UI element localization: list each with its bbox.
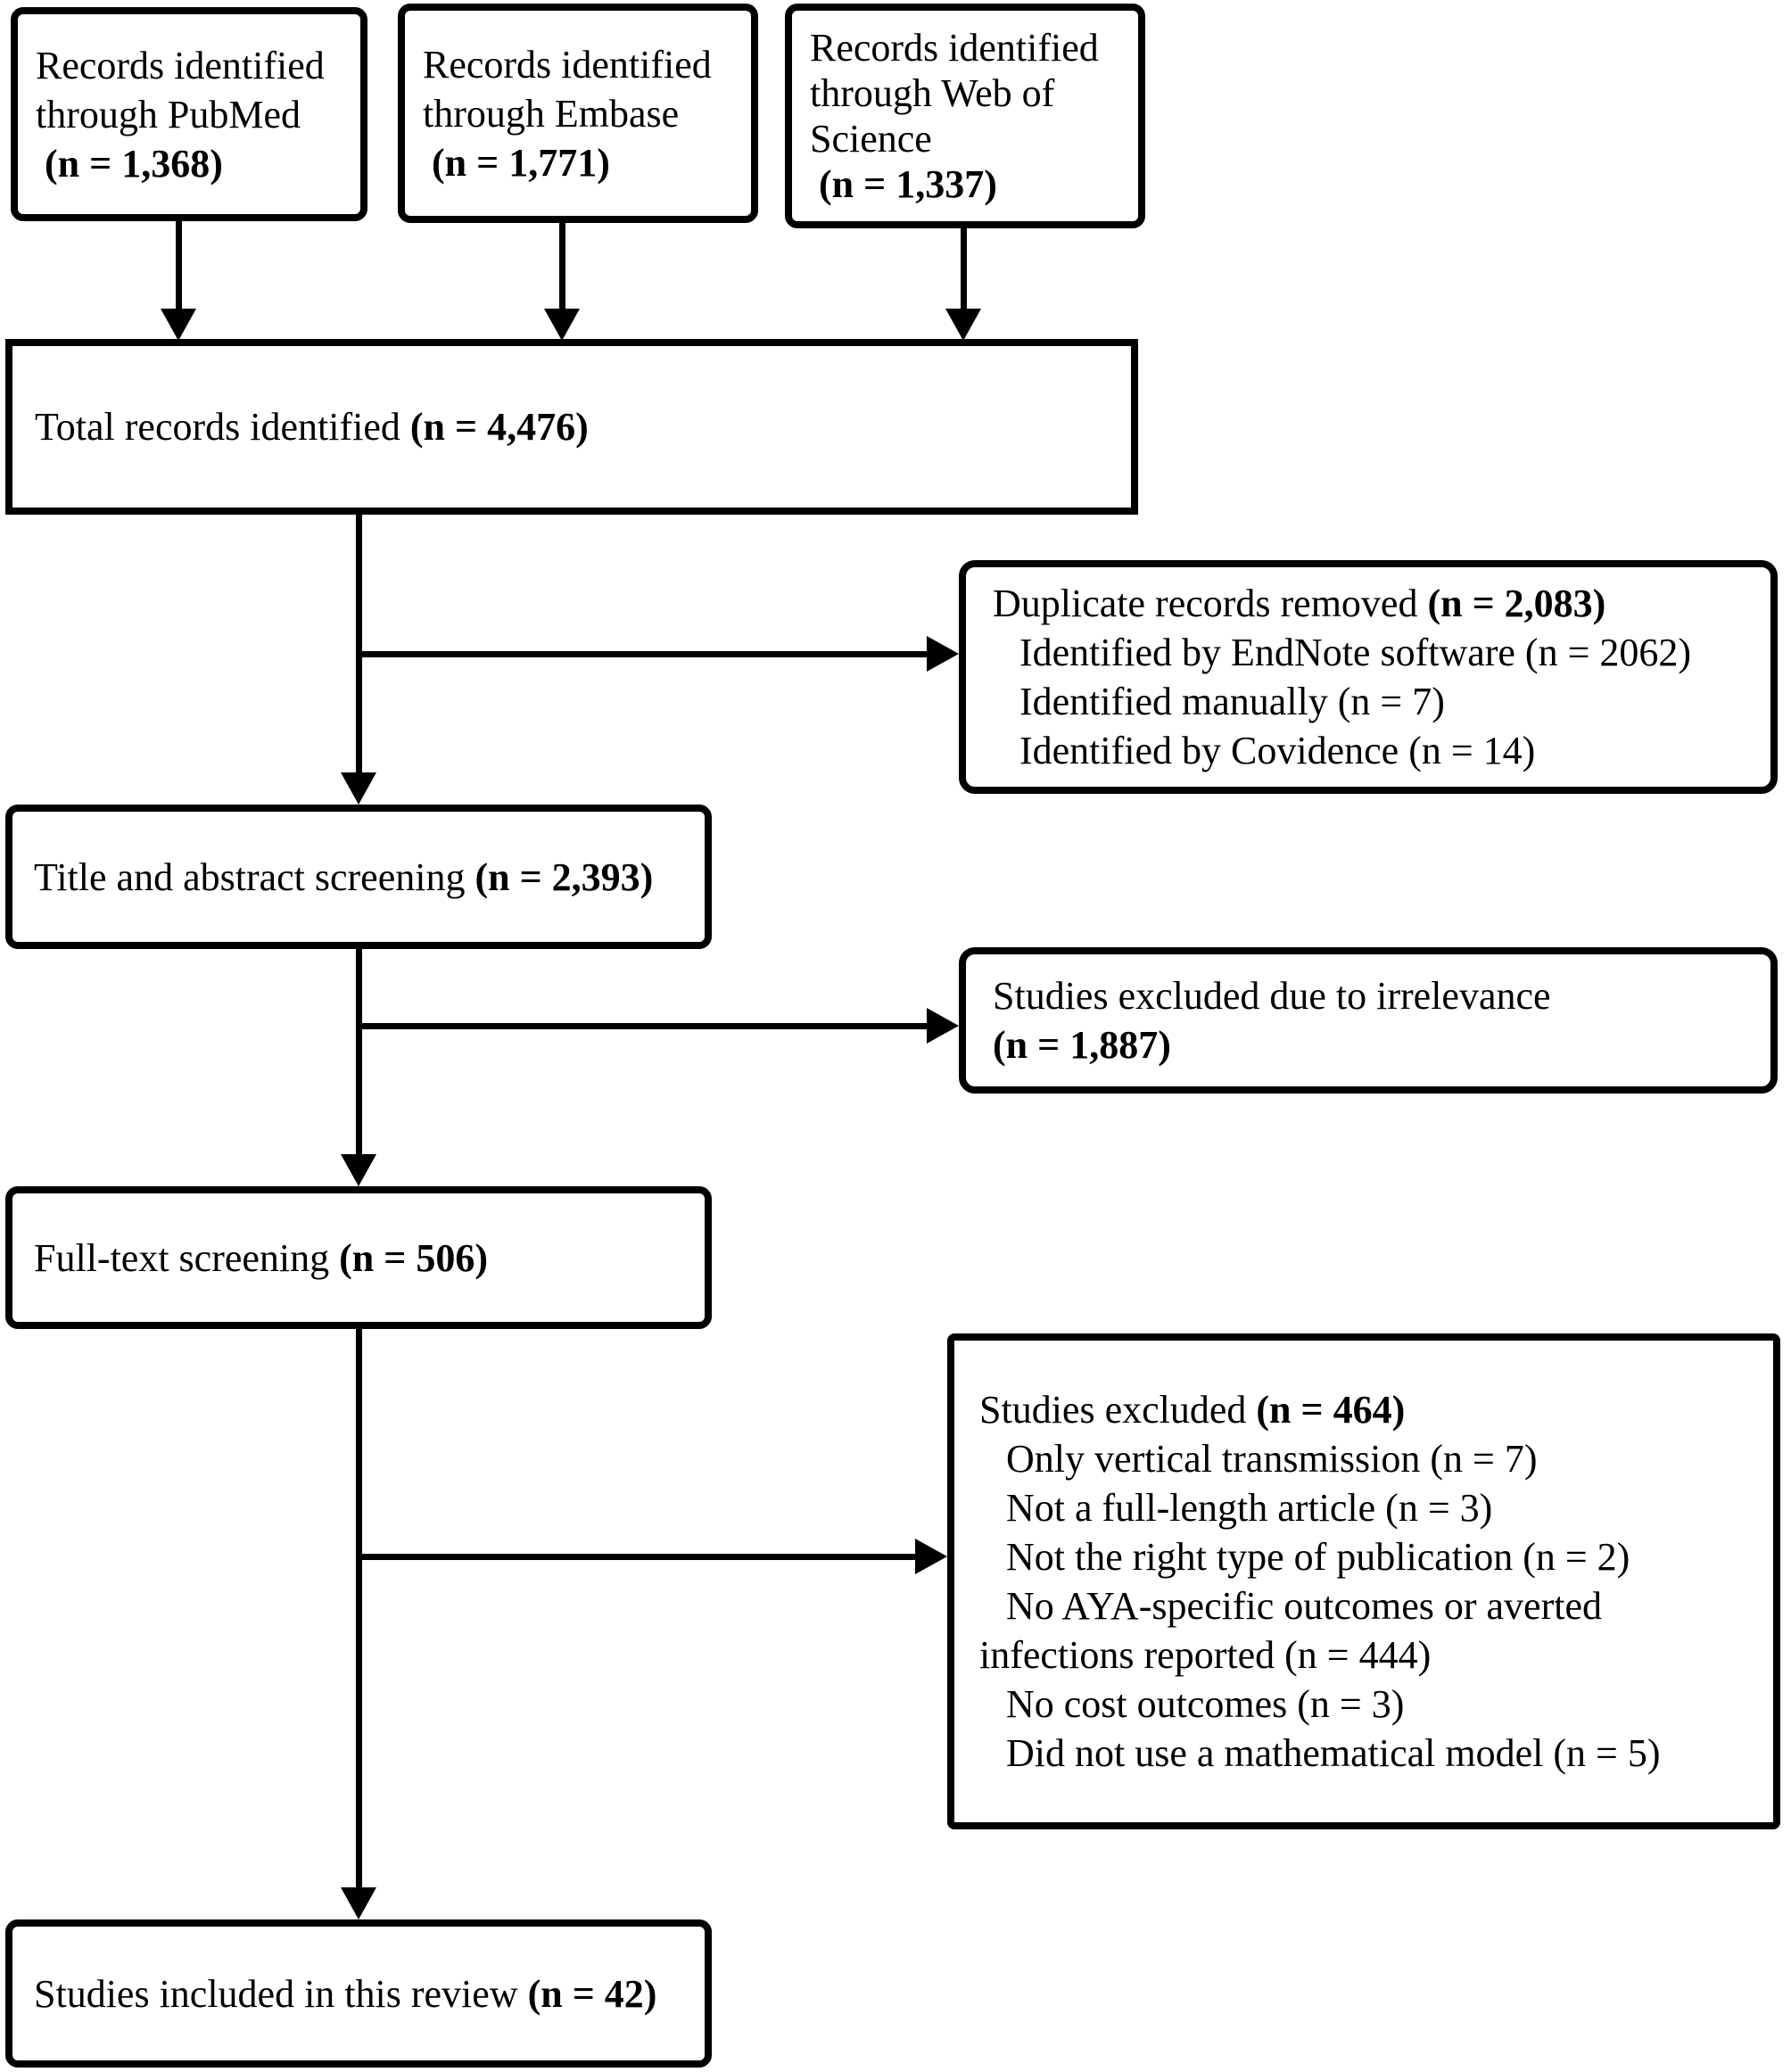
source-embase-line2: through Embase — [423, 91, 680, 136]
source-pubmed-line1: Records identified — [36, 43, 325, 87]
duplicates-item: Identified by EndNote software (n = 2062… — [1019, 631, 1692, 674]
included-count: (n = 42) — [527, 1971, 657, 2016]
excluded-fulltext-item: Not the right type of publication (n = 2… — [1006, 1535, 1630, 1579]
excluded-fulltext-title-line: Studies excluded(n = 464) — [979, 1385, 1748, 1434]
total-records-count: (n = 4,476) — [409, 405, 589, 449]
duplicates-title-line: Duplicate records removed(n = 2,083) — [993, 579, 1744, 628]
source-pubmed-count: (n = 1,368) — [45, 141, 223, 186]
title-abstract-count: (n = 2,393) — [475, 854, 654, 899]
duplicates-item: Identified by Covidence (n = 14) — [1019, 729, 1536, 772]
total-records-label: Total records identified — [35, 405, 400, 449]
excluded-irrelevance-label: Studies excluded due to irrelevance — [993, 974, 1551, 1018]
excluded-fulltext-item: Did not use a mathematical model (n = 5) — [1006, 1731, 1661, 1775]
arrowhead-wos-to-total — [945, 309, 981, 341]
arrowhead-title-to-fulltext — [341, 1154, 376, 1186]
arrowhead-embase-to-total — [544, 309, 580, 341]
source-embase-count: (n = 1,771) — [432, 140, 610, 185]
full-text-screening-box: Full-text screening(n = 506) — [5, 1186, 712, 1329]
duplicates-count: (n = 2,083) — [1427, 582, 1606, 625]
excluded-fulltext-count: (n = 464) — [1256, 1388, 1406, 1432]
excluded-fulltext-item: Not a full-length article (n = 3) — [1006, 1486, 1493, 1530]
source-embase-line1: Records identified — [423, 42, 712, 87]
source-wos-count: (n = 1,337) — [819, 162, 997, 206]
full-text-count: (n = 506) — [339, 1235, 488, 1280]
connector-fulltext-to-included — [356, 1329, 362, 1889]
source-box-pubmed: Records identified through PubMed (n = 1… — [11, 7, 367, 221]
connector-to-duplicates — [356, 651, 929, 657]
excluded-irrelevance-count: (n = 1,887) — [993, 1023, 1171, 1067]
excluded-fulltext-label: Studies excluded — [979, 1388, 1247, 1432]
total-records-box: Total records identified(n = 4,476) — [5, 339, 1138, 515]
source-box-embase: Records identified through Embase (n = 1… — [398, 4, 758, 223]
arrowhead-to-duplicates — [927, 636, 959, 672]
arrowhead-to-excluded-fulltext — [915, 1539, 947, 1574]
duplicates-item: Identified manually (n = 7) — [1019, 680, 1445, 723]
excluded-full-text-box: Studies excluded(n = 464) Only vertical … — [947, 1333, 1780, 1829]
duplicates-label: Duplicate records removed — [993, 582, 1418, 625]
arrowhead-fulltext-to-included — [341, 1887, 376, 1919]
connector-to-excluded-fulltext — [356, 1554, 917, 1560]
source-wos-line2: through Web of — [810, 71, 1055, 115]
connector-pubmed-to-total — [176, 221, 182, 310]
excluded-fulltext-item: No AYA-specific outcomes or averted infe… — [979, 1584, 1602, 1677]
excluded-fulltext-item: No cost outcomes (n = 3) — [1006, 1682, 1405, 1726]
connector-title-to-fulltext — [356, 949, 362, 1158]
connector-total-to-title-screening — [356, 515, 362, 776]
included-label: Studies included in this review — [34, 1971, 518, 2016]
connector-to-excluded-irrelevance — [356, 1023, 929, 1029]
connector-embase-to-total — [559, 223, 565, 310]
source-wos-line1: Records identified — [810, 26, 1099, 70]
duplicates-removed-box: Duplicate records removed(n = 2,083) Ide… — [959, 560, 1778, 794]
title-abstract-label: Title and abstract screening — [34, 854, 466, 899]
source-wos-line3: Science — [810, 117, 932, 161]
excluded-fulltext-item: Only vertical transmission (n = 7) — [1006, 1437, 1538, 1481]
arrowhead-pubmed-to-total — [161, 309, 196, 341]
excluded-irrelevance-box: Studies excluded due to irrelevance (n =… — [959, 947, 1778, 1094]
full-text-label: Full-text screening — [34, 1235, 330, 1280]
arrowhead-total-to-title-screening — [341, 772, 376, 805]
included-studies-box: Studies included in this review(n = 42) — [5, 1919, 712, 2068]
arrowhead-to-excluded-irrelevance — [927, 1008, 959, 1044]
connector-wos-to-total — [961, 228, 967, 310]
source-box-web-of-science: Records identified through Web of Scienc… — [785, 4, 1145, 228]
source-pubmed-line2: through PubMed — [36, 92, 301, 136]
title-abstract-screening-box: Title and abstract screening(n = 2,393) — [5, 805, 712, 949]
